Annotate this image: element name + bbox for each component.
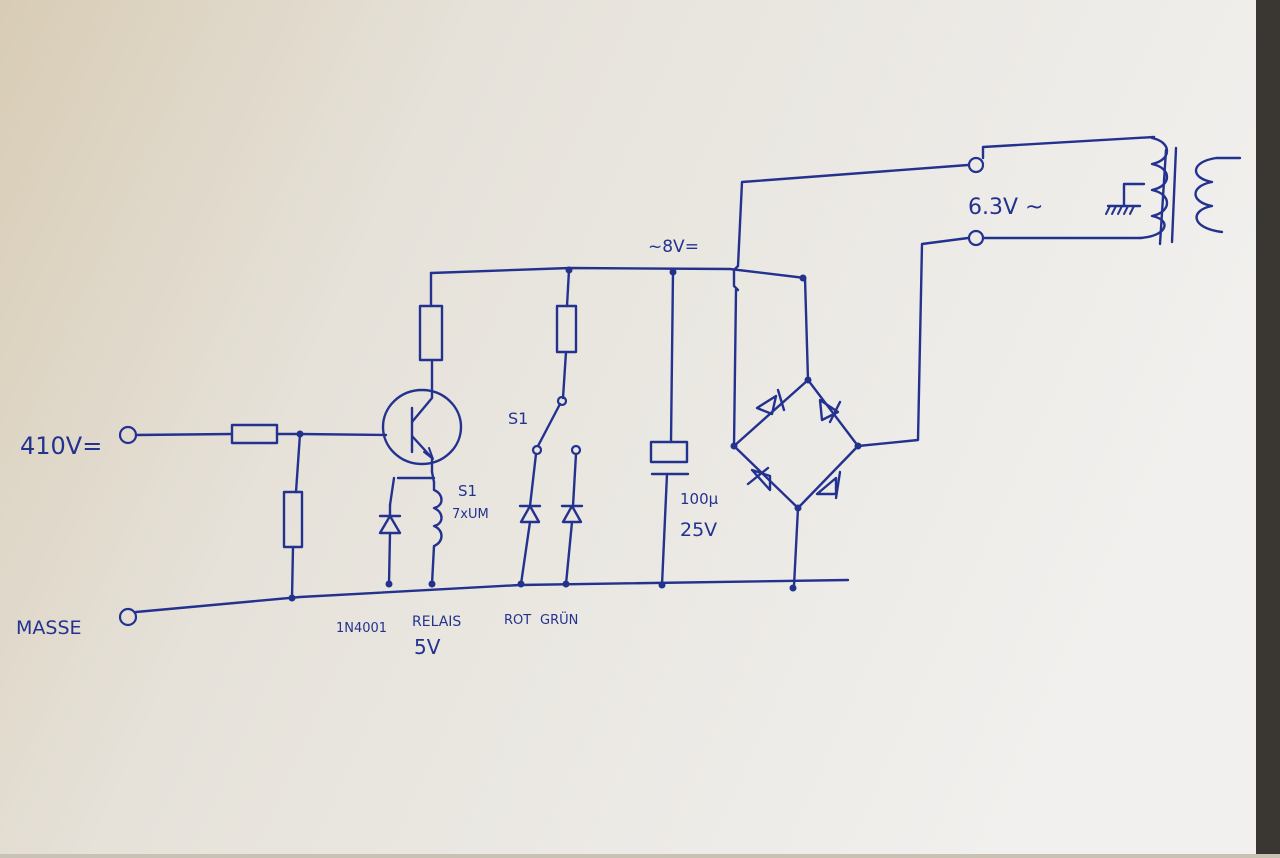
label-relay-contact: S1 xyxy=(458,482,477,500)
label-ac-voltage: 6.3V ~ xyxy=(968,195,1043,220)
label-dc-voltage: ~8V= xyxy=(648,237,699,257)
label-relay-name: RELAIS xyxy=(412,614,461,630)
label-led-green: GRÜN xyxy=(540,611,578,628)
label-input: 410V= xyxy=(20,432,102,460)
transformer-secondary xyxy=(1194,156,1242,234)
transistor-circle xyxy=(381,388,463,466)
capacitor xyxy=(649,440,689,464)
label-relay-voltage: 5V xyxy=(414,635,441,659)
switch-s1 xyxy=(536,402,562,448)
label-ground: MASSE xyxy=(16,617,82,639)
label-cap-voltage: 25V xyxy=(680,519,717,541)
relay-coil xyxy=(430,480,443,586)
label-relay-contact-spec: 7xUM xyxy=(452,507,489,522)
ac-terminal-top xyxy=(967,156,985,174)
label-switch-s1: S1 xyxy=(508,409,528,428)
label-diode-part: 1N4001 xyxy=(336,621,387,636)
top-rail xyxy=(429,266,807,280)
ground-rail xyxy=(134,578,850,614)
ground-terminal xyxy=(118,607,138,627)
label-cap-value: 100µ xyxy=(680,490,719,508)
label-led-red: ROT xyxy=(504,613,531,628)
transformer-primary xyxy=(1138,136,1169,240)
